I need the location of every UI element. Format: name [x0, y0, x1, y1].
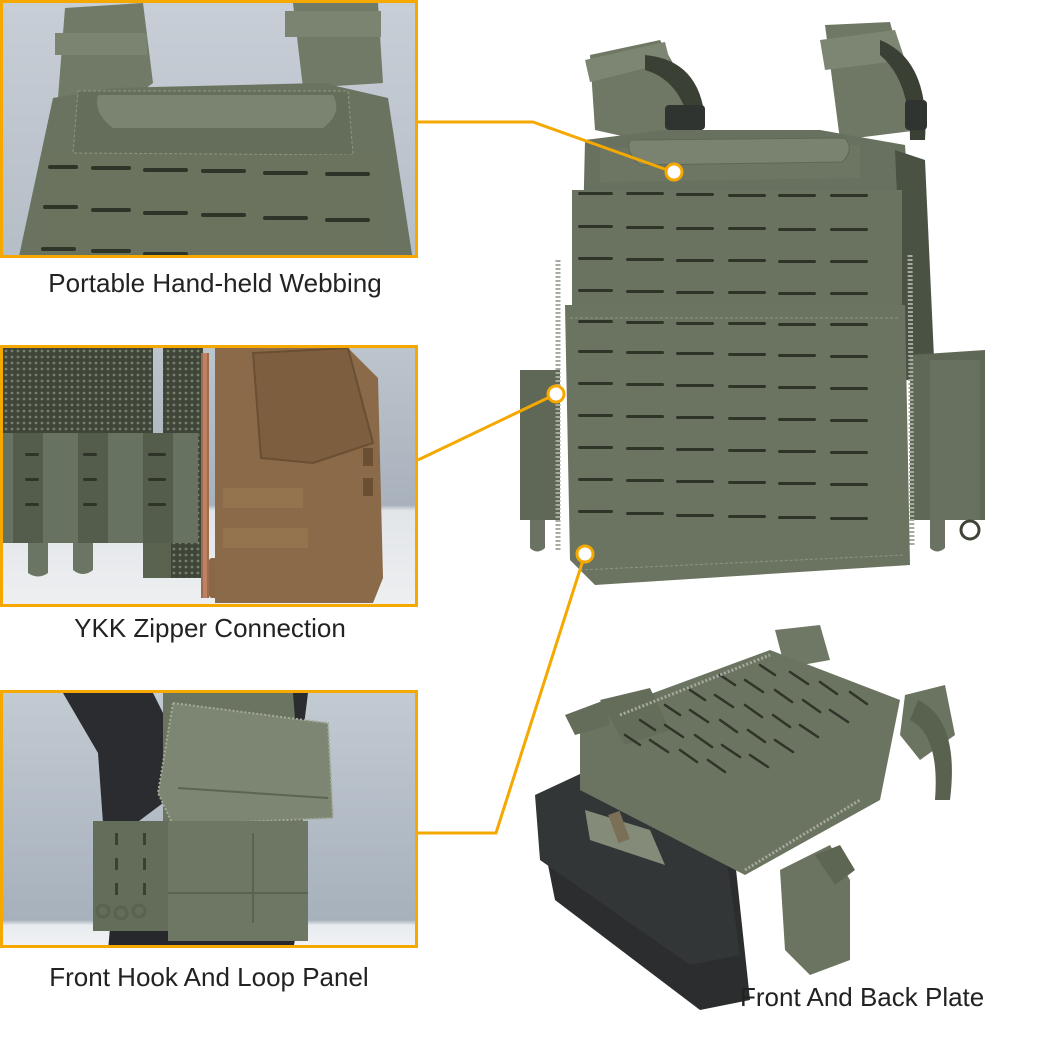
hotspot-webbing-icon [664, 162, 684, 182]
hook-loop-photo-illustration [3, 693, 415, 945]
connector-zipper [417, 392, 557, 462]
caption-zipper: YKK Zipper Connection [74, 613, 346, 643]
caption-hook-loop: Front Hook And Loop Panel [49, 962, 369, 992]
hotspot-hook-loop-icon [575, 544, 595, 564]
connector-webbing [418, 120, 674, 174]
connector-hook-loop [418, 553, 587, 835]
photo-webbing [0, 0, 418, 258]
photo-hook-loop [0, 690, 418, 948]
zipper-photo-illustration [3, 348, 415, 604]
hotspot-zipper-icon [546, 384, 566, 404]
photo-zipper [0, 345, 418, 607]
caption-webbing: Portable Hand-held Webbing [48, 268, 382, 298]
webbing-photo-illustration [3, 3, 415, 255]
caption-plates: Front And Back Plate [740, 982, 985, 1012]
